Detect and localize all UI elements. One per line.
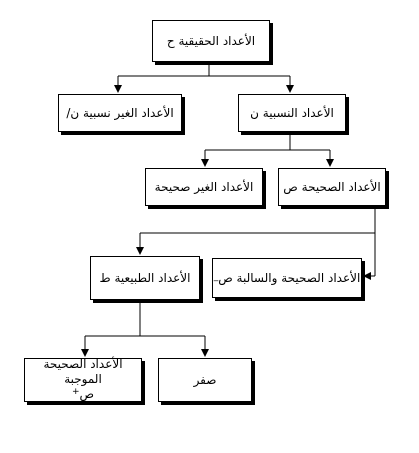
node-non-integers-label: الأعداد الغير صحيحة [154, 179, 254, 194]
node-irrational-symbol: ن/ [66, 105, 80, 120]
node-irrational-label: الأعداد الغير نسبية [83, 105, 174, 120]
node-rational-label: الأعداد النسبية [262, 105, 334, 120]
node-positive-integers-superscript: + [71, 387, 80, 398]
node-integers-label: الأعداد الصحيحة [301, 179, 381, 194]
node-negative-integers-subscript: _ [213, 272, 219, 283]
node-integers-symbol: ص [283, 179, 298, 194]
node-positive-integers-label: الأعداد الصحيحة الموجبة [43, 357, 123, 387]
node-negative-integers: الأعداد الصحيحة والسالبة ص_ [212, 258, 362, 298]
node-real-label: الأعداد الحقيقية [178, 33, 256, 48]
node-naturals-symbol: ط [99, 270, 111, 285]
node-positive-integers-symbol: ص [79, 387, 95, 402]
node-positive-integers: الأعداد الصحيحة الموجبة ص+ [24, 357, 142, 402]
node-naturals: الأعداد الطبيعية ط [90, 256, 200, 300]
node-negative-integers-label: الأعداد الصحيحة والسالبة [236, 270, 361, 285]
node-rational-symbol: ن [250, 105, 259, 120]
node-naturals-label: الأعداد الطبيعية [114, 270, 191, 285]
node-irrational-numbers: الأعداد الغير نسبية ن/ [58, 94, 182, 132]
node-real-numbers: الأعداد الحقيقية ح [152, 20, 270, 62]
node-non-integers: الأعداد الغير صحيحة [145, 168, 263, 206]
node-integers: الأعداد الصحيحة ص [278, 168, 386, 206]
node-rational-numbers: الأعداد النسبية ن [238, 94, 346, 132]
node-zero: صفر [158, 358, 252, 402]
node-real-symbol: ح [166, 33, 175, 48]
node-zero-label: صفر [193, 372, 217, 387]
node-negative-integers-symbol: ص [218, 270, 233, 285]
